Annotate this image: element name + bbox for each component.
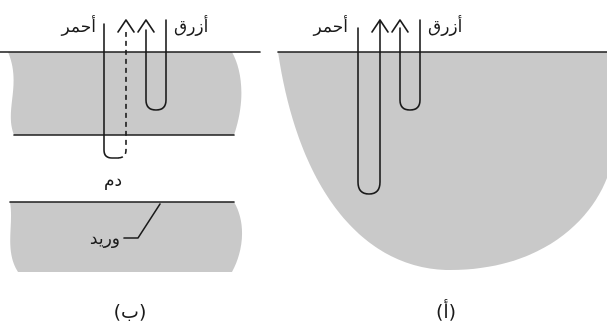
- panel-b-caption: (ب): [114, 301, 147, 323]
- panel-b-label-blood: دم: [104, 171, 122, 191]
- blue-tube-arrow-icon: [137, 19, 155, 33]
- red-tube-a-arrow-icon: [371, 19, 389, 33]
- blue-tube: [145, 19, 167, 111]
- red-tube-a: [357, 19, 381, 195]
- blue-tube-a-arrow-icon: [391, 19, 409, 33]
- panel-a: أحمر أزرق (أ): [277, 15, 607, 323]
- red-tube-arrow-icon: [117, 19, 135, 33]
- panel-a-label-blue: أزرق: [428, 15, 462, 37]
- panel-a-caption: (أ): [436, 299, 456, 323]
- tissue-bowl: [278, 52, 607, 270]
- blue-tube-a: [399, 19, 421, 111]
- red-tube-dashed-leg: [117, 32, 127, 159]
- panel-b-label-blue: أزرق: [174, 15, 208, 37]
- panel-a-label-red: أحمر: [313, 15, 348, 37]
- panel-b: أحمر أزرق دم وريد (ب): [0, 15, 261, 323]
- panel-b-label-red: أحمر: [61, 15, 96, 37]
- upper-tissue: [8, 52, 242, 135]
- vein-leader-line: [123, 203, 161, 239]
- panel-b-label-vein: وريد: [90, 229, 120, 249]
- lower-tissue: [10, 202, 243, 272]
- red-tube-solid-leg: [103, 23, 119, 159]
